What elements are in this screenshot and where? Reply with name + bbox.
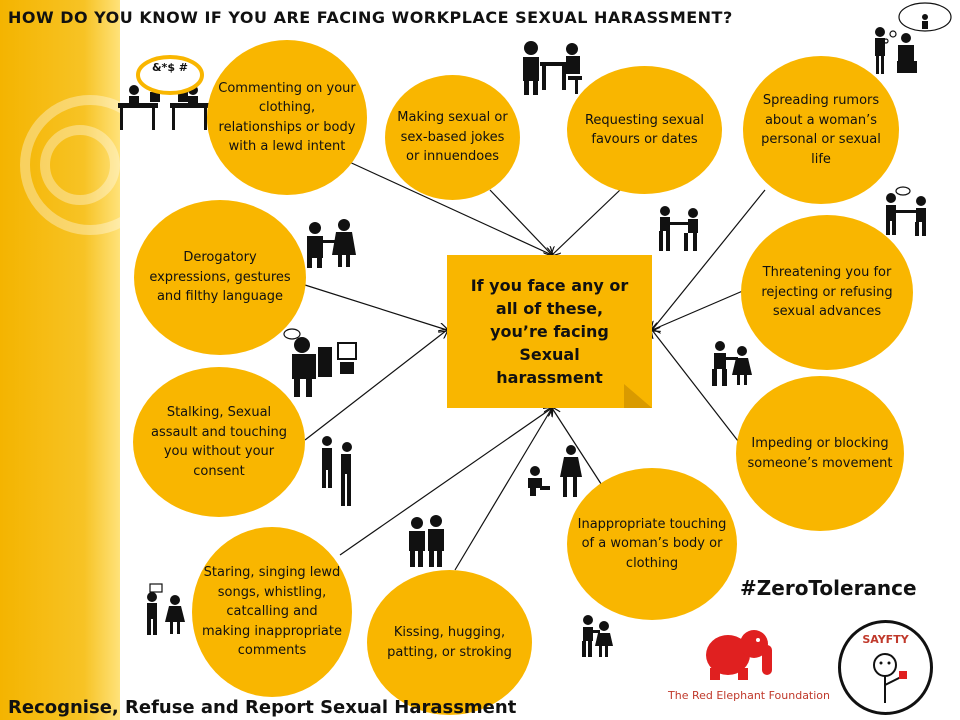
office-workers-icon <box>118 85 210 130</box>
decorative-ring <box>40 125 120 205</box>
sayfty-text: SAYFTY <box>862 633 909 646</box>
bubble-stalking: Stalking, Sexual assault and touching yo… <box>133 367 305 517</box>
footer-tagline: Recognise, Refuse and Report Sexual Hara… <box>8 697 517 718</box>
crouching-man-woman-icon <box>528 445 582 497</box>
page-title: HOW DO YOU KNOW IF YOU ARE FACING WORKPL… <box>8 8 733 27</box>
bubble-threatening: Threatening you for rejecting or refusin… <box>741 215 913 370</box>
arrow-rumors <box>652 189 766 330</box>
sayfty-logo: SAYFTY <box>838 620 933 715</box>
note-fold <box>624 384 652 408</box>
arrow-jokes <box>489 189 552 255</box>
man-at-computer-icon <box>283 328 357 397</box>
hashtag: #ZeroTolerance <box>740 576 917 600</box>
central-note: If you face any or all of these, you’re … <box>447 255 652 408</box>
arrow-derogatory <box>304 284 447 330</box>
hugging-couple-icon <box>409 515 444 567</box>
speech-bubble-icon <box>136 55 204 95</box>
sayfty-girl-icon <box>873 653 907 703</box>
bubble-derogatory: Derogatory expressions, gestures and fil… <box>134 200 306 355</box>
bubble-touching: Inappropriate touching of a woman’s body… <box>567 468 737 620</box>
arrow-kissing <box>454 408 552 571</box>
bubble-commenting: Commenting on your clothing, relationshi… <box>207 40 367 195</box>
arrow-threatening <box>652 289 746 330</box>
arrow-staring <box>339 408 552 556</box>
people-icons <box>118 2 952 657</box>
fighting-figures-icon <box>659 206 698 251</box>
blocking-figures-icon <box>712 341 752 386</box>
man-grabbing-woman-icon <box>307 219 356 268</box>
arrow-favours <box>552 189 621 255</box>
arrow-commenting <box>344 159 552 255</box>
arguing-pair-icon <box>886 186 926 236</box>
shoulder-touch-icon <box>582 615 613 657</box>
bubble-favours: Requesting sexual favours or dates <box>567 66 722 194</box>
decorative-ring <box>20 95 160 235</box>
office-scene-icon <box>523 41 582 95</box>
man-with-woman-icon <box>875 14 928 74</box>
bubble-impeding: Impeding or blocking someone’s movement <box>736 376 904 531</box>
red-elephant-logo <box>706 630 772 680</box>
bubble-kissing: Kissing, hugging, patting, or stroking <box>367 570 532 715</box>
red-elephant-name: The Red Elephant Foundation <box>668 689 831 702</box>
bubble-staring: Staring, singing lewd songs, whistling, … <box>192 527 352 697</box>
arrow-touching <box>552 408 606 491</box>
bubble-jokes: Making sexual or sex-based jokes or innu… <box>385 75 520 200</box>
central-note-text: If you face any or all of these, you’re … <box>470 275 629 388</box>
thought-bubble-icon <box>883 2 952 44</box>
speech-bubble-text: &*$ # <box>151 61 189 74</box>
grabbing-figures-icon <box>322 436 352 506</box>
arrow-impeding <box>652 330 746 451</box>
staring-man-woman-icon <box>147 583 185 635</box>
bubble-rumors: Spreading rumors about a woman’s persona… <box>743 56 899 204</box>
arrow-stalking <box>304 330 447 441</box>
